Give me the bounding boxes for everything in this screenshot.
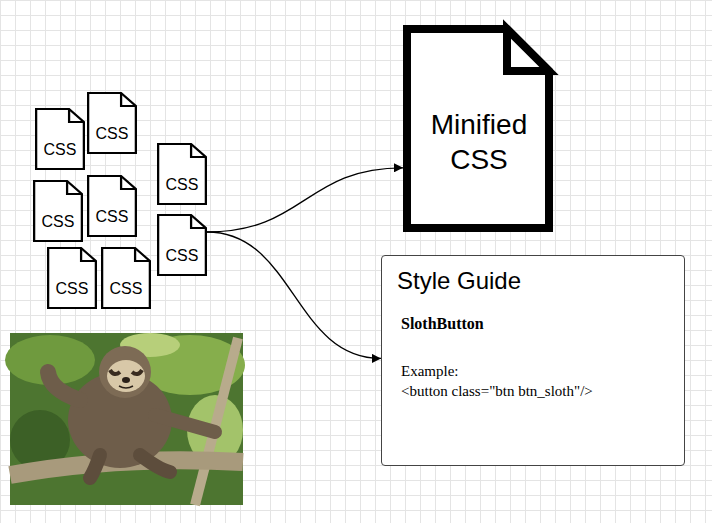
file-body	[48, 248, 96, 308]
file-outline	[87, 92, 137, 154]
file-label: CSS	[87, 208, 137, 226]
sloth-arm	[48, 372, 80, 400]
file-body	[88, 93, 136, 153]
file-body	[158, 215, 206, 275]
document-fold	[507, 29, 549, 71]
curved-arrow	[207, 232, 381, 358]
sloth-eye	[110, 370, 120, 374]
example-label: Example:	[401, 362, 458, 380]
file-label: CSS	[157, 247, 207, 265]
file-outline	[47, 247, 97, 309]
css-file-icon: CSS	[35, 108, 85, 170]
sloth-arm	[155, 415, 215, 432]
file-fold	[81, 248, 96, 261]
file-outline	[101, 247, 151, 309]
file-fold	[191, 144, 206, 157]
file-outline	[35, 108, 85, 170]
curved-arrow	[207, 168, 403, 232]
css-file-icon: CSS	[101, 247, 151, 309]
sloth-eye	[132, 370, 142, 374]
file-outline	[157, 143, 207, 205]
file-label: CSS	[33, 213, 83, 231]
css-file-icon: CSS	[157, 214, 207, 276]
component-name: SlothButton	[401, 314, 484, 333]
file-body	[158, 144, 206, 204]
sloth-illustration	[5, 333, 245, 505]
document-body	[407, 29, 549, 228]
document-label: Minified CSS	[417, 107, 541, 177]
sloth-head	[99, 346, 151, 398]
minified-document: Minified CSS	[403, 25, 553, 232]
code-example: <button class="btn btn_sloth"/>	[401, 382, 593, 400]
file-fold	[135, 248, 150, 261]
file-body	[34, 181, 82, 241]
sloth-leg	[90, 455, 100, 478]
sloth-nose	[122, 377, 130, 383]
css-file-icon: CSS	[33, 180, 83, 242]
file-outline	[157, 214, 207, 276]
file-label: CSS	[157, 176, 207, 194]
file-body	[102, 248, 150, 308]
panel-heading: Style Guide	[397, 267, 521, 296]
file-label: CSS	[87, 125, 137, 143]
file-fold	[69, 109, 84, 122]
sloth-leg	[140, 455, 170, 472]
css-file-icon: CSS	[87, 92, 137, 154]
css-file-icon: CSS	[47, 247, 97, 309]
sloth-face	[107, 360, 145, 392]
style-guide-box: Style GuideSlothButtonExample: <button cl…	[381, 255, 685, 466]
file-fold	[67, 181, 82, 194]
file-label: CSS	[101, 280, 151, 298]
file-fold	[191, 215, 206, 228]
file-label: CSS	[47, 280, 97, 298]
file-label: CSS	[35, 141, 85, 159]
file-body	[36, 109, 84, 169]
file-fold	[121, 93, 136, 106]
file-body	[88, 176, 136, 236]
file-outline	[33, 180, 83, 242]
file-outline	[87, 175, 137, 237]
css-file-icon: CSS	[157, 143, 207, 205]
css-file-icon: CSS	[87, 175, 137, 237]
sloth-mouth	[119, 386, 133, 388]
file-fold	[121, 176, 136, 189]
